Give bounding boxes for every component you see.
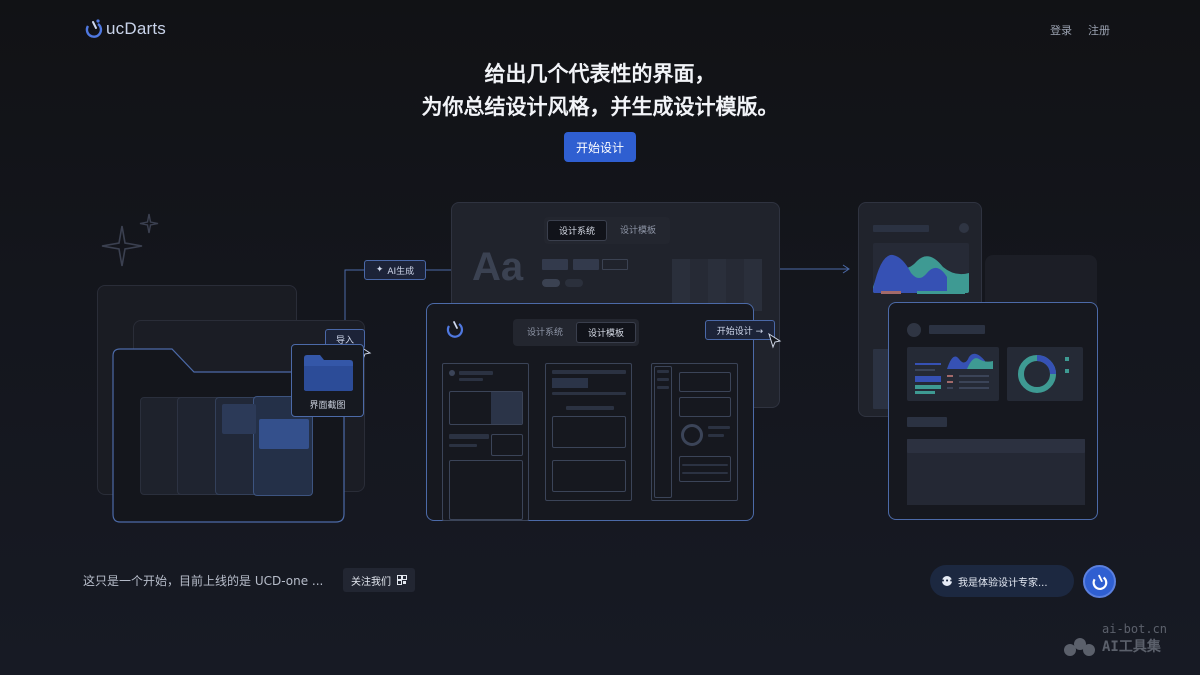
tab-design-template[interactable]: 设计模板 — [620, 226, 657, 236]
hero-headline: 给出几个代表性的界面， 为你总结设计风格，并生成设计模版。 — [0, 58, 1200, 124]
headline-line-1: 给出几个代表性的界面， — [484, 62, 716, 86]
folder-icon — [304, 355, 353, 391]
wireframe-card — [545, 363, 632, 501]
start-design-button[interactable]: 开始设计 — [564, 132, 636, 162]
screenshot-folder-card[interactable]: 界面截图 — [291, 344, 364, 417]
pixel-grid — [672, 259, 762, 311]
area-chart-thumb — [873, 243, 969, 293]
follow-us-label: 关注我们 — [351, 576, 391, 588]
dashboard-front-panel — [888, 302, 1098, 520]
register-link[interactable]: 注册 — [1088, 24, 1110, 37]
front-panel-tabs: 设计系统 设计模板 — [513, 319, 640, 346]
chat-bubble-icon: ••• — [940, 576, 954, 586]
intro-text: 这只是一个开始，目前上线的是 UCD-one ... — [83, 574, 324, 588]
folder-label: 界面截图 — [309, 401, 346, 411]
tab-design-system[interactable]: 设计系统 — [547, 220, 608, 241]
follow-us-button[interactable]: 关注我们 — [343, 568, 415, 592]
auth-nav: 登录 注册 — [1050, 22, 1110, 38]
headline-line-2: 为你总结设计风格，并生成设计模版。 — [421, 95, 779, 119]
ai-generate-label: AI生成 — [387, 266, 415, 277]
swatch — [602, 259, 628, 270]
swatch — [542, 259, 568, 270]
swatch — [573, 259, 599, 270]
ucdarts-logo-icon — [446, 321, 464, 338]
donut-outline — [681, 424, 703, 446]
panel-start-design-button[interactable]: 开始设计 → — [705, 320, 775, 340]
expert-chat-button[interactable]: ••• 我是体验设计专家... — [930, 565, 1074, 597]
ai-sparkle-icon: ✦ — [375, 265, 384, 275]
sparkle-icon — [101, 213, 159, 267]
donut-card — [1007, 347, 1083, 401]
cursor-icon — [768, 333, 782, 349]
watermark-logo-icon — [1064, 638, 1095, 656]
mini-chart-card — [907, 347, 999, 401]
tab-design-template[interactable]: 设计模板 — [576, 322, 637, 343]
watermark: ai-bot.cn AI工具集 — [1062, 622, 1167, 657]
wireframe-card — [442, 363, 529, 521]
ucdarts-logo-icon — [85, 19, 103, 38]
brand-logo[interactable]: ucDarts — [84, 14, 166, 44]
screenshot-thumb-highlight — [222, 404, 256, 434]
watermark-url: ai-bot.cn — [1102, 622, 1168, 636]
ucdarts-logo-icon — [1092, 574, 1107, 590]
expert-label: 我是体验设计专家... — [958, 577, 1048, 589]
logo-wordmark: ucDarts — [106, 19, 166, 38]
import-label: 导入 — [335, 335, 354, 346]
toggle — [542, 279, 560, 287]
type-sample: Aa — [472, 245, 524, 289]
watermark-text: AI工具集 — [1102, 638, 1161, 655]
qr-code-icon — [397, 575, 407, 585]
toggle — [565, 279, 583, 287]
login-link[interactable]: 登录 — [1050, 24, 1072, 37]
back-panel-tabs: 设计系统 设计模板 — [544, 217, 671, 244]
ai-generate-chip[interactable]: ✦ AI生成 — [364, 260, 426, 280]
wireframe-card — [651, 363, 738, 501]
assistant-fab[interactable] — [1083, 565, 1116, 598]
tab-design-system[interactable]: 设计系统 — [527, 328, 564, 338]
design-template-panel: 设计系统 设计模板 开始设计 → — [426, 303, 775, 521]
